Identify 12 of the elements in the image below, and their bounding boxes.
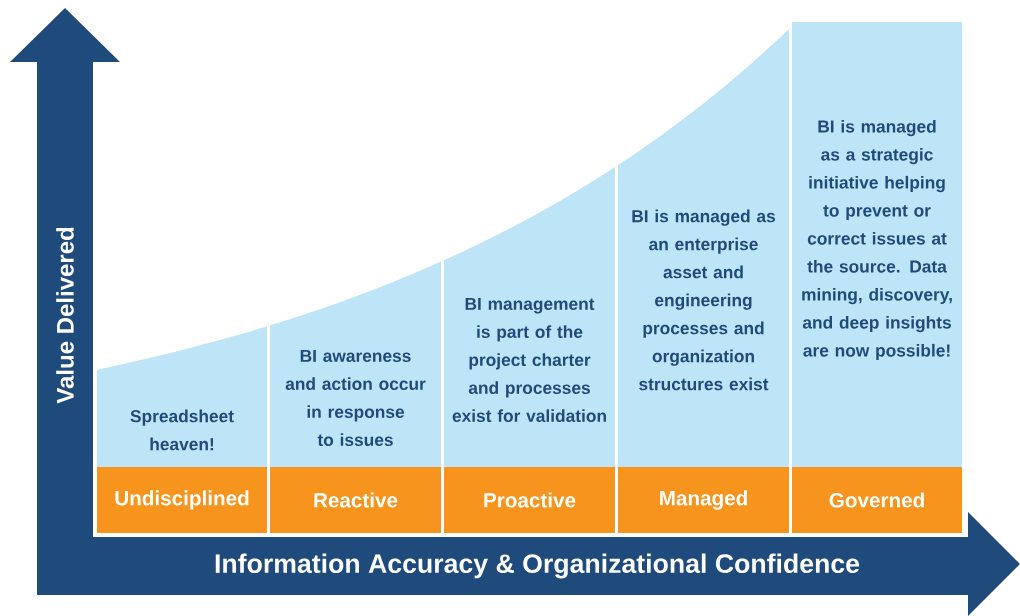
stage-band: Proactive xyxy=(444,467,615,533)
stage-band: Undisciplined xyxy=(97,467,267,533)
stage-band: Reactive xyxy=(270,467,441,533)
axis-label: Value Delivered xyxy=(56,227,74,404)
axis-label: Information Accuracy & Organizational Confidence xyxy=(215,553,860,579)
stage-band: Governed xyxy=(792,467,962,533)
stage-band: Managed xyxy=(618,467,789,533)
stage-panel: BI is managed as a strategic initiative helping to prevent or correct issues at the source. Data mining, discovery, and deep insights are now possible! xyxy=(792,22,962,467)
stage-panel: Spreadsheet heaven! xyxy=(97,326,267,467)
stage-panel: BI awareness and action occur in response to issues xyxy=(270,261,441,467)
stage-panel: BI is managed as an enterprise asset and engineering processes and organization structures exist xyxy=(618,29,789,467)
stage-panel: BI management is part of the project charter and processes exist for validation xyxy=(444,167,615,467)
